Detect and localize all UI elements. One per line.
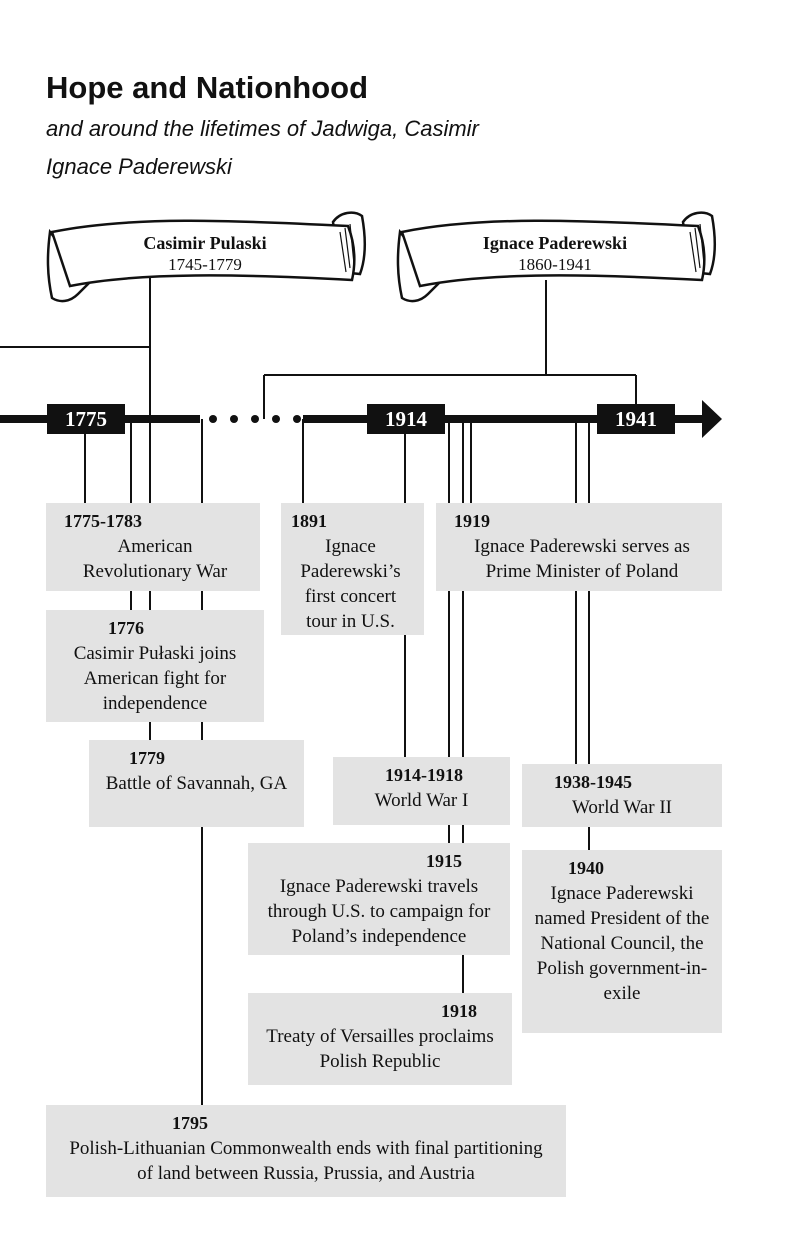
banner-text-pulaski: Casimir Pulaski 1745-1779 (90, 232, 320, 276)
event-year: 1795 (172, 1113, 208, 1133)
year-marker-1775 (47, 404, 125, 434)
banner-shading (689, 223, 705, 273)
event-description: American Revolutionary War (82, 536, 228, 582)
axis-gap-dot (209, 415, 217, 423)
event-box-1891: 1891 Ignace Paderewski’s first concert t… (281, 503, 424, 635)
person-name: Casimir Pulaski (143, 233, 267, 253)
event-description: Polish-Lithuanian Commonwealth ends with… (69, 1138, 543, 1184)
event-description: Treaty of Versailles proclaims Polish Re… (266, 1026, 494, 1072)
event-description: Ignace Paderewski named President of the… (534, 883, 710, 1004)
event-year: 1915 (426, 851, 462, 871)
banner-ribbon-paderewski (396, 211, 716, 303)
event-box-1918: 1918 Treaty of Versailles proclaims Poli… (248, 993, 512, 1085)
event-description: Ignace Paderewski serves as Prime Minist… (474, 536, 690, 582)
banner-ribbon-pulaski (46, 211, 366, 303)
event-box-1938-1945: 1938-1945 World War II (522, 764, 722, 827)
event-description: World War I (374, 790, 469, 811)
event-box-1940: 1940 Ignace Paderewski named President o… (522, 850, 722, 1033)
event-description: World War II (571, 797, 672, 818)
axis-gap-dot (272, 415, 280, 423)
person-dates: 1745-1779 (168, 255, 242, 274)
axis-gap-dot (230, 415, 238, 423)
event-year: 1940 (568, 858, 604, 878)
timeline-arrowhead (702, 400, 722, 438)
event-year: 1891 (291, 511, 327, 531)
year-marker-1914 (367, 404, 445, 434)
event-year: 1938-1945 (554, 772, 632, 792)
year-marker-1941 (597, 404, 675, 434)
axis-gap-dot (251, 415, 259, 423)
axis-year-label-1941: 1941 (615, 407, 657, 431)
event-year: 1776 (108, 618, 144, 638)
event-description: Battle of Savannah, GA (105, 773, 288, 794)
banner-body (50, 219, 356, 288)
event-description: Casimir Pułaski joins American fight for… (73, 643, 237, 714)
page-title: Hope and Nationhood (46, 70, 369, 105)
event-year: 1914-1918 (385, 765, 463, 785)
event-year: 1919 (454, 511, 490, 531)
event-description: Ignace Paderewski’s first concert tour i… (300, 536, 401, 632)
person-dates: 1860-1941 (518, 255, 592, 274)
axis-year-label-1914: 1914 (385, 407, 427, 431)
page-subtitle-line1: and around the lifetimes of Jadwiga, Cas… (46, 116, 479, 141)
event-year: 1918 (441, 1001, 477, 1021)
event-box-1915: 1915 Ignace Paderewski travels through U… (248, 843, 510, 955)
event-box-1914-1918: 1914-1918 World War I (333, 757, 510, 825)
page-subtitle-line2: Ignace Paderewski (46, 154, 232, 179)
banner-text-paderewski: Ignace Paderewski 1860-1941 (440, 232, 670, 276)
axis-gap-dot (293, 415, 301, 423)
event-box-1919: 1919 Ignace Paderewski serves as Prime M… (436, 503, 722, 591)
event-year: 1779 (129, 748, 165, 768)
event-box-1795: 1795 Polish-Lithuanian Commonwealth ends… (46, 1105, 566, 1197)
axis-year-label-1775: 1775 (65, 407, 107, 431)
event-box-1779: 1779 Battle of Savannah, GA (89, 740, 304, 827)
event-box-1776: 1776 Casimir Pułaski joins American figh… (46, 610, 264, 722)
banner-shading (339, 223, 355, 273)
person-name: Ignace Paderewski (482, 233, 628, 253)
timeline-axis-right (303, 415, 703, 423)
event-year: 1775-1783 (64, 511, 142, 531)
banner-body (400, 219, 706, 288)
event-description: Ignace Paderewski travels through U.S. t… (267, 876, 491, 947)
event-box-1775-1783: 1775-1783 American Revolutionary War (46, 503, 260, 591)
